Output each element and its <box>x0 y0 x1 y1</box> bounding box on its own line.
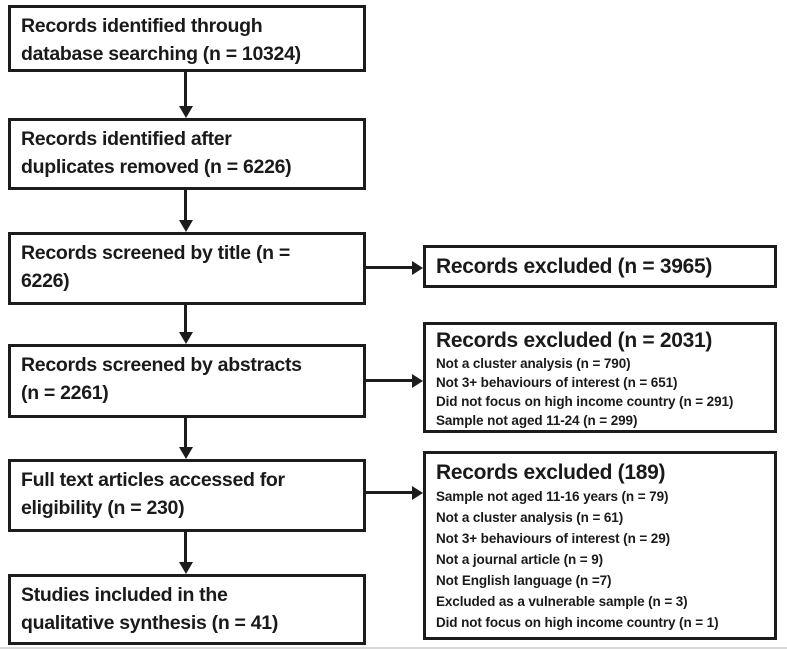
box-text-line: Studies included in the <box>21 584 228 606</box>
down-arrow-icon <box>184 305 187 332</box>
excluded-reason: Sample not aged 11-16 years (n = 79) <box>436 489 669 504</box>
box-text-line: database searching (n = 10324) <box>21 43 301 65</box>
box-records-identified-database: Records identified through database sear… <box>8 5 366 72</box>
box-full-text-eligibility: Full text articles accessed for eligibil… <box>8 459 366 532</box>
box-text-line: Records identified through <box>21 15 263 37</box>
excluded-reason: Did not focus on high income country (n … <box>436 615 719 630</box>
box-text-line: Records identified after <box>21 128 232 150</box>
excluded-reason: Not a journal article (n = 9) <box>436 552 604 567</box>
excluded-reason: Excluded as a vulnerable sample (n = 3) <box>436 594 688 609</box>
down-arrow-icon <box>184 72 187 106</box>
box-records-screened-abstracts: Records screened by abstracts (n = 2261) <box>8 344 366 418</box>
right-arrow-icon <box>366 266 412 269</box>
box-text-line: Full text articles accessed for <box>21 469 285 491</box>
excluded-reason: Not 3+ behaviours of interest (n = 651) <box>436 375 678 390</box>
down-arrow-icon <box>184 532 187 562</box>
box-text-line: qualitative synthesis (n = 41) <box>21 612 279 634</box>
right-arrow-icon <box>366 491 412 494</box>
box-text-line: eligibility (n = 230) <box>21 497 185 519</box>
excluded-reason: Did not focus on high income country (n … <box>436 394 734 409</box>
box-records-excluded-full-text: Records excluded (189) Sample not aged 1… <box>423 451 777 640</box>
excluded-reason: Not English language (n =7) <box>436 573 612 588</box>
excluded-reason: Not a cluster analysis (n = 61) <box>436 510 624 525</box>
excluded-title: Records excluded (189) <box>436 461 666 484</box>
box-records-excluded-abstract-screen: Records excluded (n = 2031) Not a cluste… <box>423 322 777 433</box>
box-text-line: duplicates removed (n = 6226) <box>21 156 292 178</box>
box-text-line: (n = 2261) <box>21 382 109 404</box>
box-records-after-duplicates: Records identified after duplicates remo… <box>8 118 366 190</box>
excluded-title: Records excluded (n = 3965) <box>436 255 713 278</box>
excluded-title: Records excluded (n = 2031) <box>436 329 713 352</box>
box-text-line: Records screened by abstracts <box>21 354 302 376</box>
figure-bottom-rule <box>0 647 787 649</box>
down-arrow-icon <box>184 190 187 220</box>
box-text-line: 6226) <box>21 270 70 292</box>
box-records-screened-title: Records screened by title (n = 6226) <box>8 232 366 305</box>
down-arrow-icon <box>184 418 187 447</box>
excluded-reason: Not 3+ behaviours of interest (n = 29) <box>436 531 671 546</box>
box-studies-included: Studies included in the qualitative synt… <box>8 574 366 645</box>
box-text-line: Records screened by title (n = <box>21 242 290 264</box>
excluded-reason: Not a cluster analysis (n = 790) <box>436 356 631 371</box>
box-records-excluded-title-screen: Records excluded (n = 3965) <box>423 245 777 288</box>
excluded-reason: Sample not aged 11-24 (n = 299) <box>436 413 638 428</box>
right-arrow-icon <box>366 379 412 382</box>
